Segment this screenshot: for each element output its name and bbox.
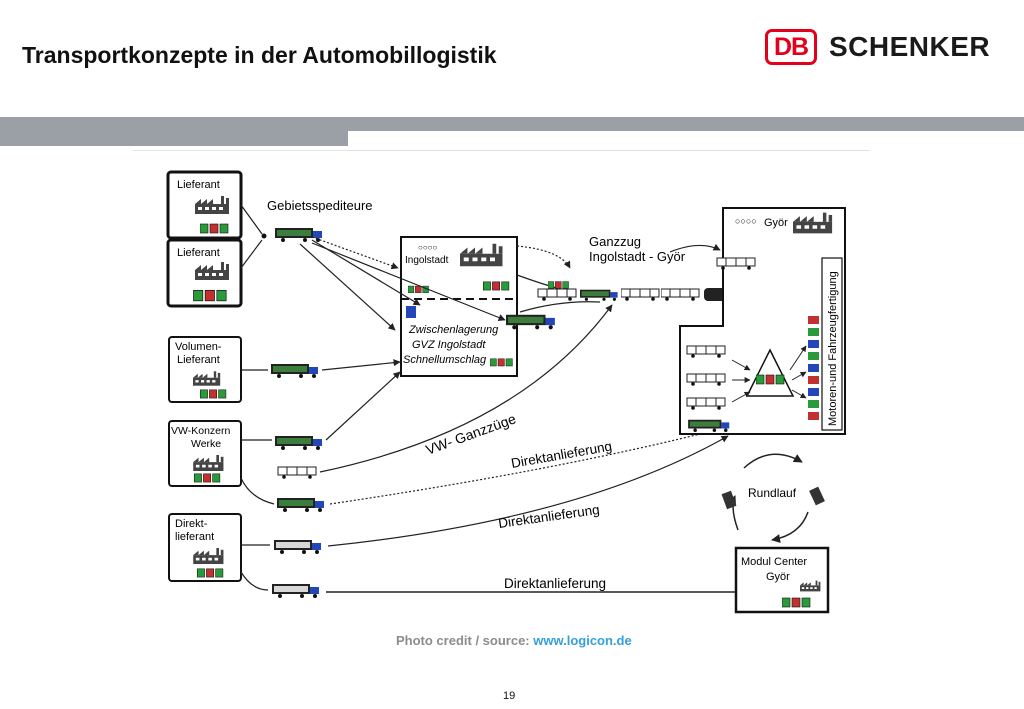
truck-icon	[277, 498, 324, 512]
gyor-label: Györ	[764, 217, 788, 229]
supplier-2-label: Lieferant	[177, 247, 220, 259]
photo-credit: Photo credit / source: www.logicon.de	[396, 633, 632, 648]
audi-rings-icon: ○○○○	[418, 243, 437, 252]
crates-icon	[408, 285, 429, 293]
gvz-label: GVZ Ingolstadt	[412, 339, 486, 351]
wagon-icon	[621, 288, 660, 301]
page-number: 19	[503, 690, 516, 702]
truck-icon	[275, 436, 322, 450]
module-center-label-2: Györ	[766, 571, 790, 583]
photo-credit-label: Photo credit / source:	[396, 633, 534, 648]
db-logo-mark: DB	[765, 29, 817, 65]
crates-icon	[193, 289, 227, 302]
collection-point	[261, 233, 267, 239]
vw-plants-label-1: VW-Konzern	[171, 425, 230, 437]
cross-dock-label: Schnellumschlag	[403, 354, 487, 366]
crates-icon	[782, 597, 811, 608]
motor-vehicle-production-bar	[821, 257, 843, 431]
crates-icon	[548, 281, 569, 289]
truck-icon	[275, 228, 322, 242]
intermediate-storage-label: Zwischenlagerung	[408, 324, 499, 336]
supplier-1-label: Lieferant	[177, 179, 220, 191]
db-schenker-logo: DB SCHENKER	[765, 27, 990, 67]
module-center-label-1: Modul Center	[741, 556, 807, 568]
vw-plants-label-2: Werke	[191, 438, 221, 450]
shuttle-truck-icon	[809, 486, 825, 506]
direct-supplier-box: Direkt- lieferant	[168, 513, 242, 582]
vw-block-trains-label: VW- Ganzzüge	[424, 410, 519, 457]
parts-stack	[808, 316, 819, 420]
volume-supplier-label-1: Volumen-	[175, 341, 222, 353]
audi-rings-icon: ○○○○	[735, 216, 757, 226]
truck-icon	[274, 540, 321, 554]
header-band-right	[348, 117, 1024, 131]
page-title: Transportkonzepte in der Automobillogist…	[22, 42, 497, 68]
crates-icon	[200, 223, 229, 234]
volume-supplier-box: Volumen- Lieferant	[168, 336, 242, 403]
block-train-label-1: Ganzzug	[589, 234, 641, 249]
module-center-box: Modul Center Györ	[734, 546, 830, 614]
crates-icon	[200, 389, 227, 399]
diagram-top-rule	[133, 150, 870, 151]
crates-icon	[483, 281, 510, 291]
truck-icon	[506, 314, 555, 330]
direct-delivery-label-3: Direktanlieferung	[504, 576, 606, 591]
vw-plants-box: VW-Konzern Werke	[168, 420, 242, 487]
sorting-triangle	[745, 348, 795, 397]
round-trip-label: Rundlauf	[748, 486, 797, 500]
direct-supplier-label-2: lieferant	[175, 531, 214, 543]
ingolstadt-gvz-box: Ingolstadt ○○○○ Zwischenlagerung GVZ Ing…	[400, 236, 518, 377]
crates-icon	[490, 358, 513, 367]
photo-credit-source: www.logicon.de	[533, 633, 632, 648]
wagon-icon	[661, 288, 700, 301]
header-band-left	[0, 117, 348, 146]
crates-icon	[196, 568, 224, 578]
area-forwarders-label: Gebietsspediteure	[267, 198, 373, 213]
ingolstadt-label: Ingolstadt	[405, 255, 449, 266]
wagon-icon	[277, 466, 317, 479]
crates-icon	[756, 374, 785, 385]
wagon-icon	[537, 288, 577, 301]
crates-icon	[193, 473, 221, 483]
volume-supplier-label-2: Lieferant	[177, 354, 220, 366]
gyor-plant-box: ○○○○ Györ Motoren-und Fahrzeugfertigung	[679, 207, 846, 435]
schenker-wordmark: SCHENKER	[829, 31, 991, 62]
direct-delivery-label-1: Direktanlieferung	[510, 438, 613, 470]
truck-icon	[272, 584, 319, 598]
block-train-label-2: Ingolstadt - Györ	[589, 249, 686, 264]
train-wagon-icon	[580, 289, 618, 301]
shuttle-truck-icon	[721, 490, 737, 510]
motor-vehicle-production-label: Motoren-und Fahrzeugfertigung	[827, 271, 839, 426]
supplier-box-1: Lieferant	[166, 170, 243, 240]
supplier-box-2: Lieferant	[166, 238, 243, 308]
forklift-icon	[406, 306, 416, 318]
truck-icon	[271, 364, 318, 378]
direct-supplier-label-1: Direkt-	[175, 518, 208, 530]
